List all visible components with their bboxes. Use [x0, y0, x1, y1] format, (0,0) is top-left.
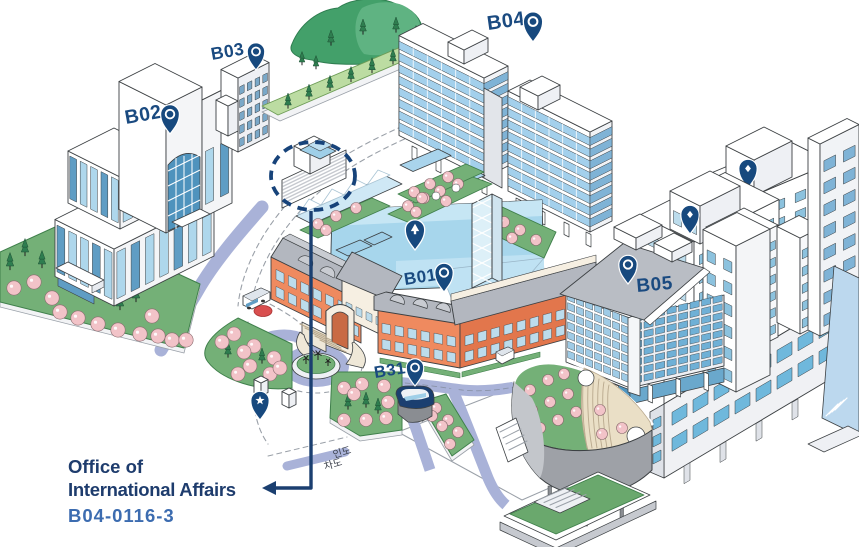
svg-text:B04: B04 [486, 8, 527, 35]
svg-text:International Affairs: International Affairs [68, 479, 236, 500]
svg-text:B05: B05 [636, 273, 674, 297]
svg-text:인도: 인도 [332, 444, 353, 461]
svg-text:B04-0116-3: B04-0116-3 [68, 505, 175, 526]
svg-text:B31: B31 [373, 359, 407, 382]
svg-text:차도: 차도 [323, 456, 344, 473]
svg-text:Office of: Office of [68, 456, 144, 477]
svg-text:B01: B01 [403, 265, 438, 289]
